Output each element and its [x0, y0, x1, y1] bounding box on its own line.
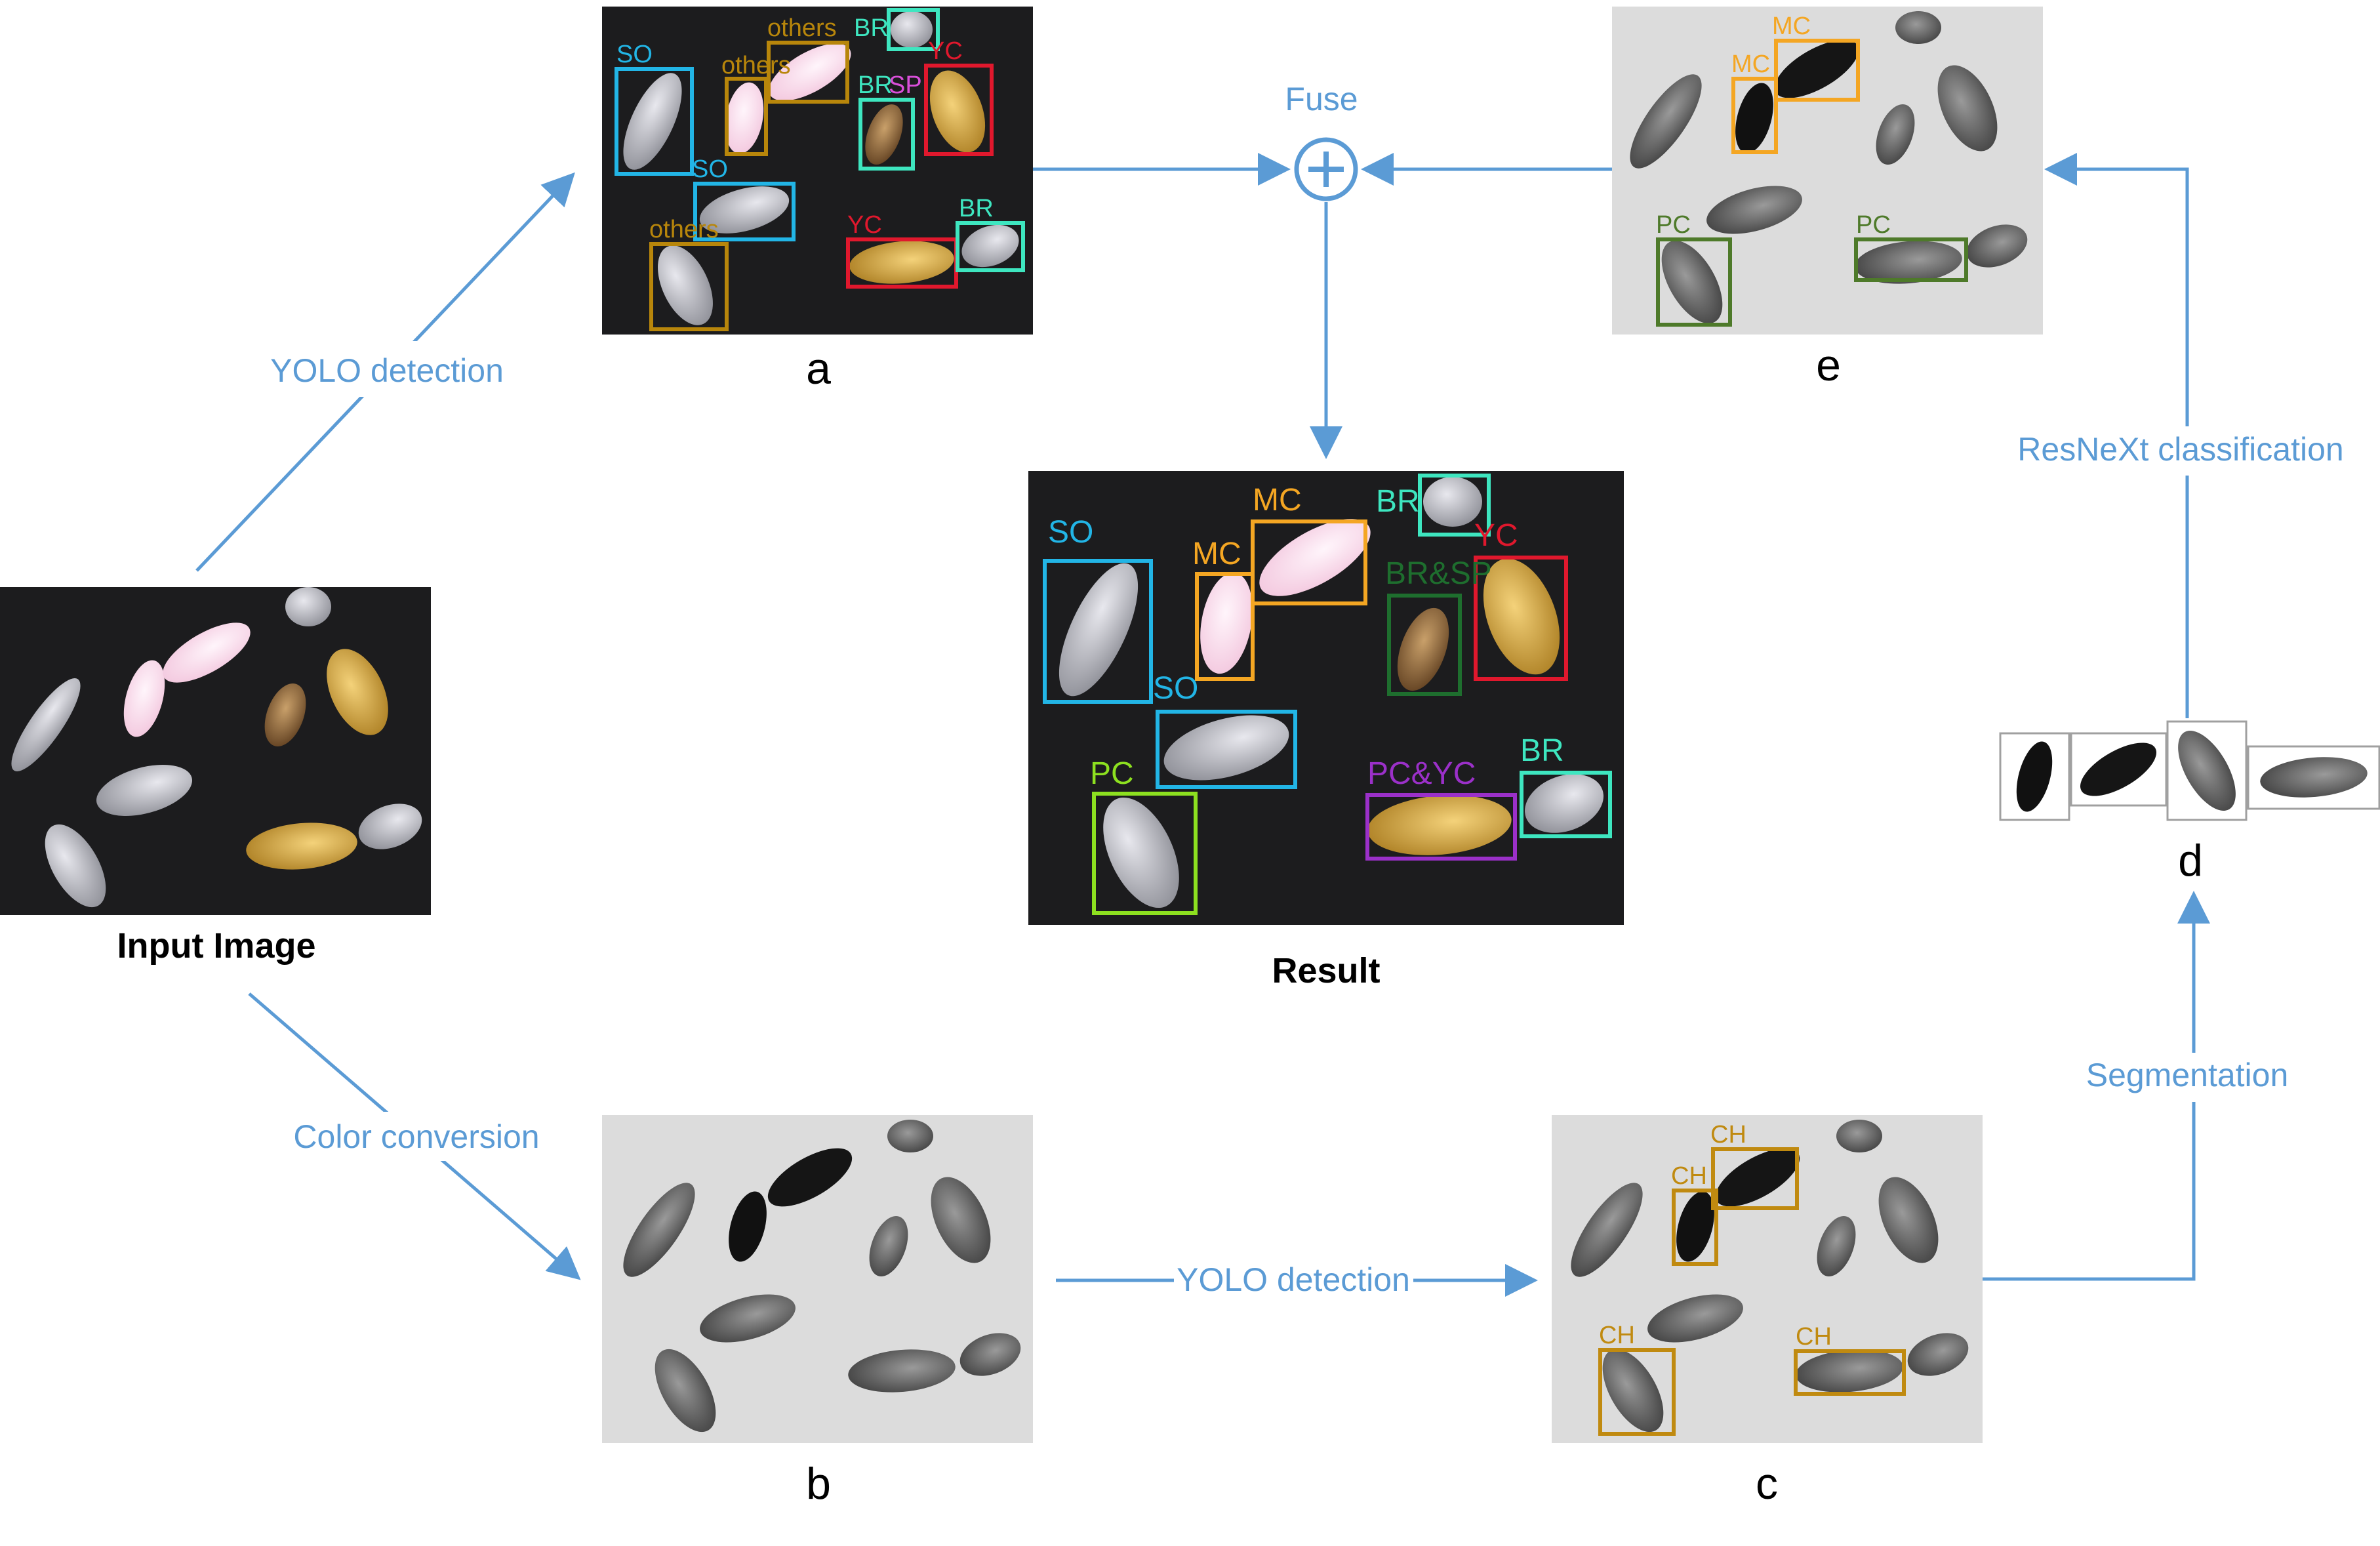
input-image-caption: Input Image: [117, 926, 315, 966]
panel-b-letter: b: [806, 1459, 831, 1509]
label-a-8: others: [649, 216, 719, 243]
panel-d-letter: d: [2178, 836, 2203, 885]
box-a-br-2: [858, 98, 915, 171]
label-e-3: PC: [1856, 211, 1891, 239]
label-c-3: CH: [1796, 1323, 1832, 1351]
label-a-9: YC: [847, 211, 882, 239]
box-result-so-1: [1043, 559, 1153, 704]
label-result-1: MC: [1192, 537, 1241, 571]
label-a-4: BR: [858, 71, 893, 99]
box-e-pc-1: [1656, 237, 1732, 327]
box-a-others-3: [649, 242, 729, 331]
label-result-9: BR: [1520, 733, 1564, 768]
panel-e-letter: e: [1816, 340, 1841, 390]
panel-d: [1999, 720, 2380, 821]
box-a-yc-1: [924, 64, 994, 156]
box-result-mc-1: [1195, 572, 1255, 681]
arrow-d-to-e: [2044, 153, 2189, 718]
label-e-1: MC: [1772, 12, 1811, 40]
label-c-0: CH: [1671, 1162, 1707, 1190]
box-result-pcyc-1: [1365, 793, 1517, 861]
label-a-3: BR: [854, 14, 889, 42]
box-a-so-1: [615, 67, 694, 176]
label-result-8: PC&YC: [1367, 756, 1476, 791]
box-c-ch-2: [1711, 1147, 1799, 1210]
result-caption: Result: [1272, 951, 1380, 990]
label-result-4: YC: [1474, 518, 1518, 553]
box-a-others-1: [725, 77, 768, 156]
label-e-0: MC: [1731, 51, 1770, 78]
label-result-6: SO: [1153, 671, 1198, 706]
panel-a-letter: a: [806, 344, 831, 394]
box-result-br-1: [1418, 474, 1491, 537]
label-yolo-detection-top: YOLO detection: [270, 352, 504, 389]
label-yolo-detection-bottom: YOLO detection: [1177, 1261, 1410, 1298]
label-a-1: others: [721, 52, 791, 79]
box-e-mc-1: [1731, 77, 1778, 154]
label-result-2: MC: [1253, 483, 1302, 518]
label-segmentation: Segmentation: [2086, 1057, 2289, 1093]
box-result-so-2: [1156, 710, 1297, 789]
input-image-panel: [0, 587, 431, 915]
label-a-6: YC: [928, 37, 963, 65]
box-c-ch-4: [1794, 1349, 1906, 1396]
label-a-10: BR: [959, 195, 994, 222]
label-result-5: BR&SP: [1385, 556, 1492, 591]
panel-b: [602, 1115, 1033, 1443]
box-c-ch-3: [1598, 1348, 1676, 1436]
label-result-7: PC: [1090, 756, 1134, 791]
label-a-5: SP: [889, 71, 922, 99]
label-e-2: PC: [1656, 211, 1691, 239]
label-a-0: SO: [616, 41, 653, 68]
result-panel: SO MC MC BR YC BR&SP SO PC PC&YC BR: [1028, 471, 1624, 925]
label-fuse: Fuse: [1285, 81, 1358, 117]
box-a-br-1: [887, 8, 940, 51]
label-resnext-classification: ResNeXt classification: [2017, 431, 2343, 468]
panel-c: CH CH CH CH: [1552, 1115, 1983, 1443]
box-e-pc-2: [1854, 237, 1968, 282]
label-c-1: CH: [1710, 1121, 1746, 1149]
box-c-ch-1: [1672, 1189, 1718, 1266]
box-result-br-2: [1520, 771, 1612, 838]
label-a-2: others: [767, 14, 837, 42]
panel-e: MC MC PC PC: [1612, 7, 2043, 335]
box-a-so-2: [693, 182, 796, 241]
panel-a: SO others others BR BR SP YC SO others Y…: [602, 7, 1033, 335]
box-e-mc-2: [1774, 39, 1860, 102]
label-c-2: CH: [1599, 1322, 1635, 1349]
panel-c-letter: c: [1756, 1459, 1778, 1509]
label-color-conversion: Color conversion: [293, 1118, 539, 1155]
arrow-c-to-d: [1983, 891, 2210, 1281]
box-a-others-2: [767, 41, 849, 104]
box-result-mc-2: [1251, 519, 1367, 605]
box-result-yc-1: [1474, 556, 1568, 681]
label-result-3: BR: [1376, 484, 1420, 519]
box-result-brsp-1: [1387, 594, 1462, 696]
label-result-0: SO: [1048, 515, 1093, 550]
label-a-7: SO: [692, 155, 728, 183]
box-a-br-3: [956, 221, 1025, 272]
fuse-plus-icon: [1294, 137, 1358, 201]
box-result-pc-1: [1092, 792, 1198, 915]
